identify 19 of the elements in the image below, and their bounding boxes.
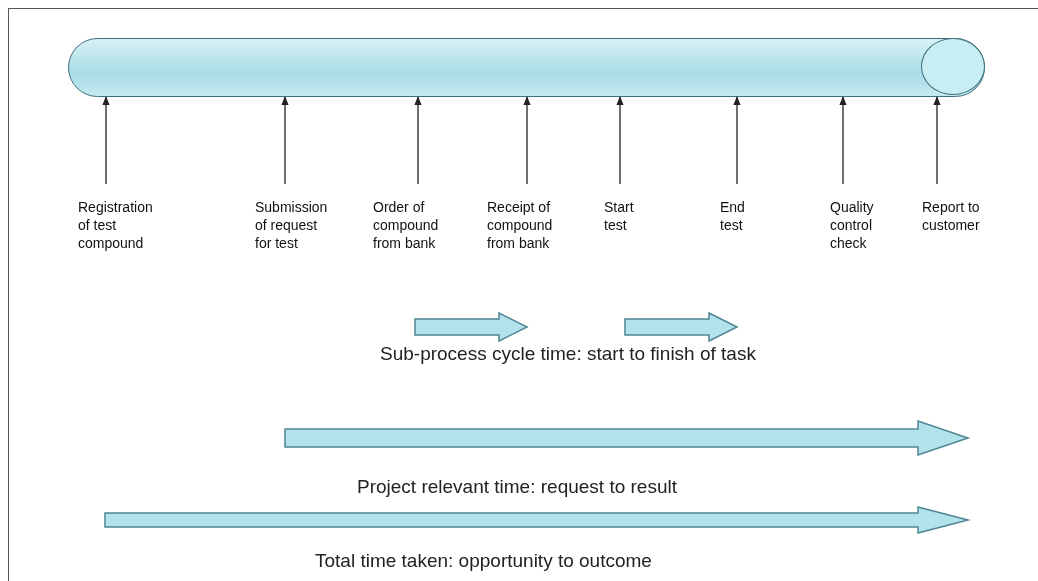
step-label: Report to customer [922,198,1002,234]
step-label: Start test [604,198,644,234]
span-caption: Project relevant time: request to result [357,476,677,498]
arrow [281,96,289,185]
arrow [933,96,941,185]
arrow [616,96,624,185]
step-label: Submission of request for test [255,198,337,252]
step-label: End test [720,198,760,234]
arrow [414,96,422,185]
span-caption: Total time taken: opportunity to outcome [315,550,652,572]
arrow [102,96,110,185]
arrow [523,96,531,185]
arrow [839,96,847,185]
span-caption: Sub-process cycle time: start to finish of task [380,343,756,365]
step-label: Quality control check [830,198,890,252]
arrow [733,96,741,185]
step-label: Registration of test compound [78,198,164,252]
step-label: Receipt of compound from bank [487,198,567,252]
step-label: Order of compound from bank [373,198,448,252]
